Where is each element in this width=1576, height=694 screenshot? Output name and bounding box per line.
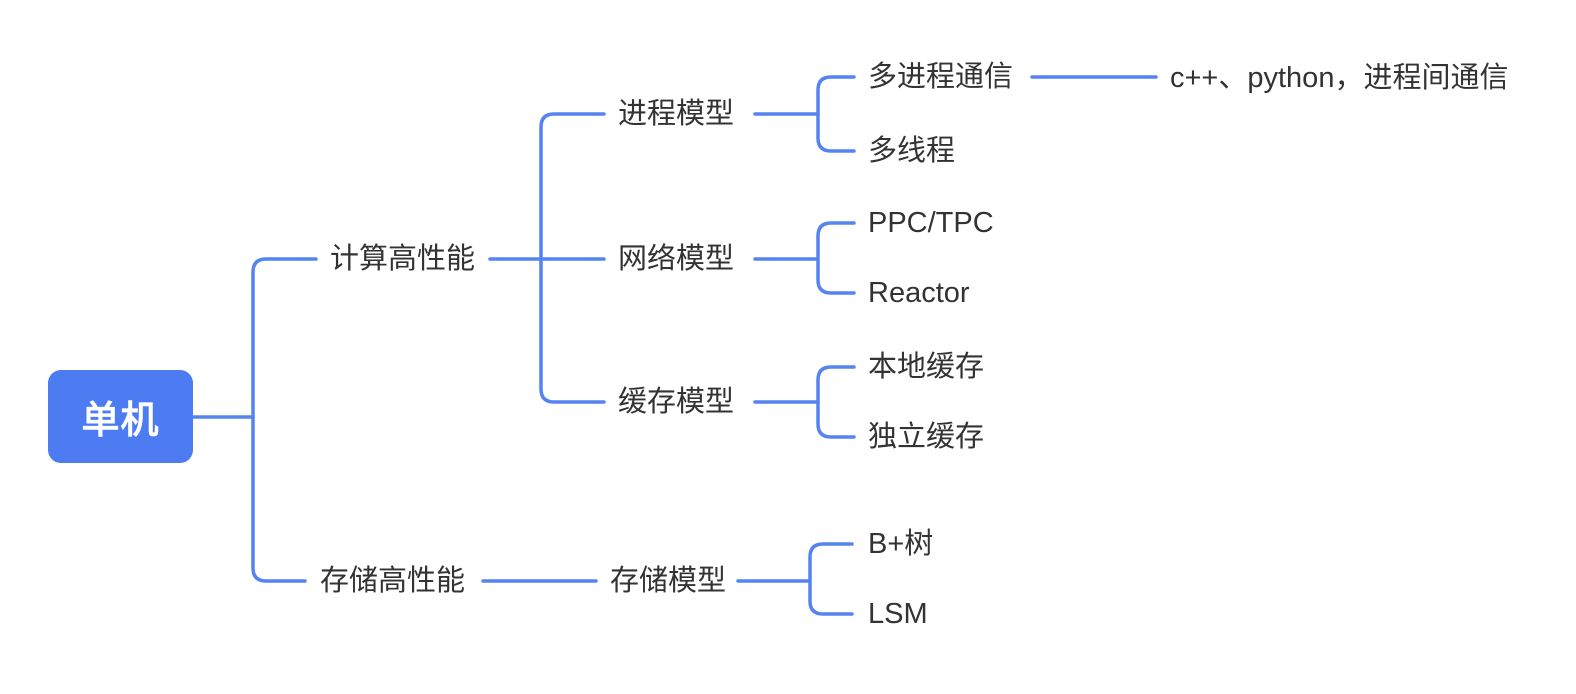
connector-path (816, 365, 856, 439)
node-multithread[interactable]: 多线程 (868, 134, 956, 167)
node-ppc-tpc[interactable]: PPC/TPC (868, 206, 994, 239)
node-cpp-python-note[interactable]: c++、python，进程间通信 (1170, 61, 1509, 94)
node-storage-model[interactable]: 存储模型 (610, 564, 727, 597)
node-storage-high-performance[interactable]: 存储高性能 (320, 564, 466, 597)
node-bplus-tree[interactable]: B+树 (868, 527, 934, 560)
node-process-model[interactable]: 进程模型 (618, 97, 735, 130)
node-standalone-cache[interactable]: 独立缓存 (868, 420, 985, 453)
node-root[interactable]: 单机 (48, 370, 193, 463)
node-local-cache[interactable]: 本地缓存 (868, 350, 985, 383)
connector-path (251, 257, 318, 419)
node-network-model[interactable]: 网络模型 (618, 242, 735, 275)
node-compute-high-performance[interactable]: 计算高性能 (330, 242, 476, 275)
connector-path (539, 257, 606, 404)
connector-path (539, 112, 606, 261)
node-cache-model[interactable]: 缓存模型 (618, 385, 735, 418)
connector-path (808, 542, 854, 616)
connector-path (251, 415, 307, 583)
node-reactor[interactable]: Reactor (868, 276, 970, 309)
node-multiprocess-communication[interactable]: 多进程通信 (868, 60, 1014, 93)
node-lsm[interactable]: LSM (868, 597, 928, 630)
connector-path (816, 221, 856, 295)
connector-path (816, 75, 856, 153)
